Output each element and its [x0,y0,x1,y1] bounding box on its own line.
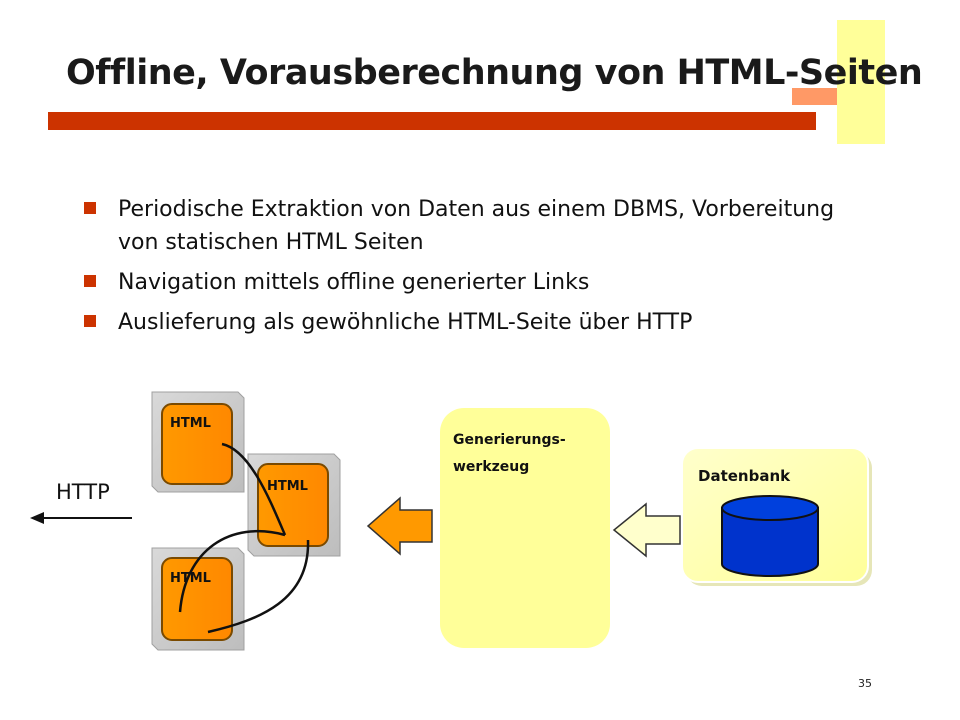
input-arrow-icon [612,502,681,558]
html-page-2: HTML [247,453,341,557]
bullet-square-icon [84,202,96,214]
bullet-text: Auslieferung als gewöhnliche HTML-Seite … [118,310,693,335]
link-curve-1 [221,442,287,536]
database-cylinder-icon [721,495,819,577]
page-number: 35 [858,677,872,690]
http-label: HTTP [56,480,110,504]
bullet-item: Auslieferung als gewöhnliche HTML-Seite … [82,306,842,339]
generator-label-line1: Generierungs- [453,432,566,448]
slide-title: Offline, Vorausberechnung von HTML-Seite… [66,53,923,94]
output-arrow-icon [366,496,433,556]
http-arrow-head-icon [30,512,44,524]
title-underline-bar [48,112,816,130]
html-page-3: HTML [151,547,245,651]
html-page-label: HTML [170,571,211,586]
html-page-label: HTML [267,479,308,494]
html-page-1: HTML [151,391,245,493]
header-accent-bar [792,88,837,105]
bullet-text: Periodische Extraktion von Daten aus ein… [118,197,835,255]
link-curve-3 [207,539,310,634]
bullet-item: Periodische Extraktion von Daten aus ein… [82,193,842,259]
bullet-square-icon [84,275,96,287]
generator-label-line2: werkzeug [453,459,529,475]
bullet-list: Periodische Extraktion von Daten aus ein… [82,193,842,346]
database-box: Datenbank [681,447,872,586]
link-curve-2 [178,530,286,613]
generator-box [440,408,610,648]
header-accent-block [837,20,885,144]
bullet-item: Navigation mittels offline generierter L… [82,266,842,299]
bullet-text: Navigation mittels offline generierter L… [118,270,590,295]
html-page-label: HTML [170,416,211,431]
bullet-square-icon [84,315,96,327]
database-label: Datenbank [698,467,791,485]
